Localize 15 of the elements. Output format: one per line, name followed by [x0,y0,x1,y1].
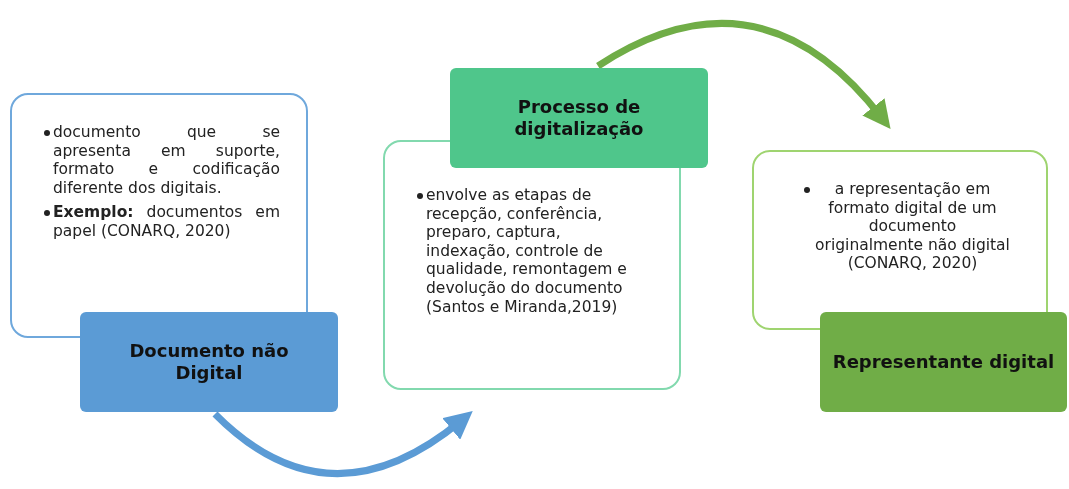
title-box [450,68,708,168]
text-card [752,150,1048,330]
curved-arrow [596,20,891,129]
bullet-text: documento que se apresenta em suporte, formato e codificação diferente dos digitais. [53,123,280,198]
title-box [80,312,338,412]
bullet-text: Exemplo: documentos em papel (CONARQ, 2020) [53,203,280,241]
text-card [383,140,681,390]
title-text: Processo de digitalização [513,95,645,141]
bullet-text: envolve as etapas de recepção, conferência, preparo, captura, indexação, controle de qualidade, remontagem e devolução do documento (Santos e Miranda,2019) [426,186,628,317]
title-box [820,312,1067,412]
title-text: Representante digital [832,350,1055,374]
title-text: Documento não Digital [128,339,290,385]
curved-arrow [212,411,474,477]
text-card [10,93,308,338]
bullet-text: a representação em formato digital de um documento originalmente não digital (CONARQ, 2020) [814,180,1011,273]
